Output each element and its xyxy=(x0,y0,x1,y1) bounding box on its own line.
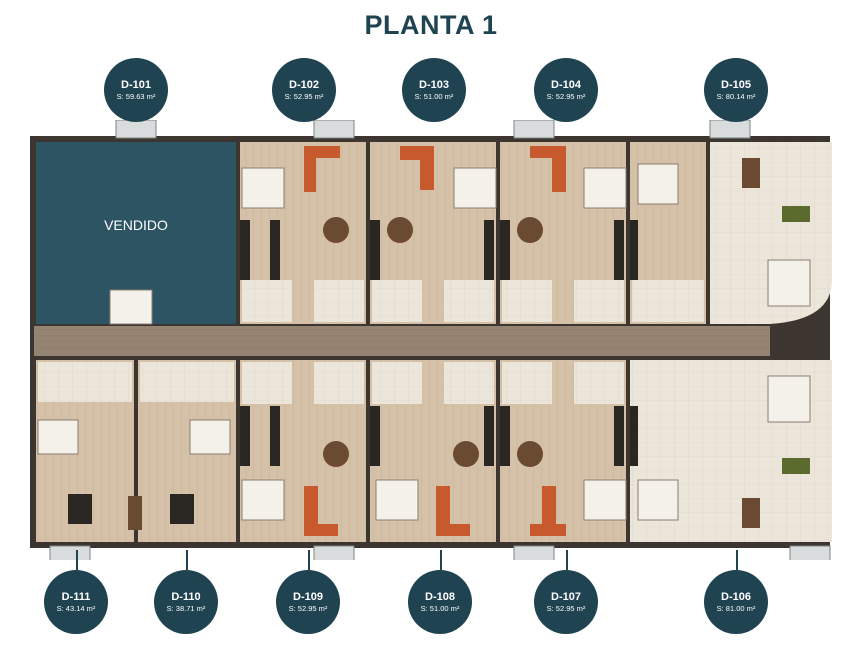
floor-plan: VENDIDO xyxy=(30,120,832,560)
unit-marker-d109[interactable]: D-109 S: 52.95 m² xyxy=(276,570,340,634)
unit-area: S: 38.71 m² xyxy=(166,603,206,613)
unit-area: S: 81.00 m² xyxy=(716,603,756,613)
corridor xyxy=(34,326,770,356)
unit-area: S: 51.00 m² xyxy=(414,91,454,101)
leader-line xyxy=(308,550,310,570)
sold-label: VENDIDO xyxy=(104,217,168,233)
unit-code: D-102 xyxy=(289,78,319,91)
unit-code: D-107 xyxy=(551,590,581,603)
unit-area: S: 52.95 m² xyxy=(288,603,328,613)
unit-marker-d105[interactable]: D-105 S: 80.14 m² xyxy=(704,58,768,122)
page-title: PLANTA 1 xyxy=(364,10,498,40)
leader-line xyxy=(76,550,78,570)
leader-line xyxy=(566,550,568,570)
unit-code: D-103 xyxy=(419,78,449,91)
unit-marker-d101[interactable]: D-101 S: 59.63 m² xyxy=(104,58,168,122)
unit-code: D-101 xyxy=(121,78,151,91)
unit-area: S: 51.00 m² xyxy=(420,603,460,613)
unit-area: S: 80.14 m² xyxy=(716,91,756,101)
unit-marker-d106[interactable]: D-106 S: 81.00 m² xyxy=(704,570,768,634)
unit-marker-d103[interactable]: D-103 S: 51.00 m² xyxy=(402,58,466,122)
unit-marker-d110[interactable]: D-110 S: 38.71 m² xyxy=(154,570,218,634)
unit-area: S: 52.95 m² xyxy=(284,91,324,101)
unit-marker-d104[interactable]: D-104 S: 52.95 m² xyxy=(534,58,598,122)
unit-marker-d102[interactable]: D-102 S: 52.95 m² xyxy=(272,58,336,122)
unit-code: D-105 xyxy=(721,78,751,91)
unit-code: D-111 xyxy=(61,590,91,603)
unit-code: D-106 xyxy=(721,590,751,603)
unit-area: S: 52.95 m² xyxy=(546,603,586,613)
leader-line xyxy=(736,550,738,570)
unit-area: S: 59.63 m² xyxy=(116,91,156,101)
leader-line xyxy=(440,550,442,570)
unit-area: S: 43.14 m² xyxy=(56,603,96,613)
unit-marker-d107[interactable]: D-107 S: 52.95 m² xyxy=(534,570,598,634)
unit-marker-d108[interactable]: D-108 S: 51.00 m² xyxy=(408,570,472,634)
unit-code: D-109 xyxy=(293,590,323,603)
leader-line xyxy=(186,550,188,570)
unit-code: D-110 xyxy=(171,590,201,603)
unit-area: S: 52.95 m² xyxy=(546,91,586,101)
unit-marker-d111[interactable]: D-111 S: 43.14 m² xyxy=(44,570,108,634)
unit-code: D-104 xyxy=(551,78,581,91)
unit-code: D-108 xyxy=(425,590,455,603)
